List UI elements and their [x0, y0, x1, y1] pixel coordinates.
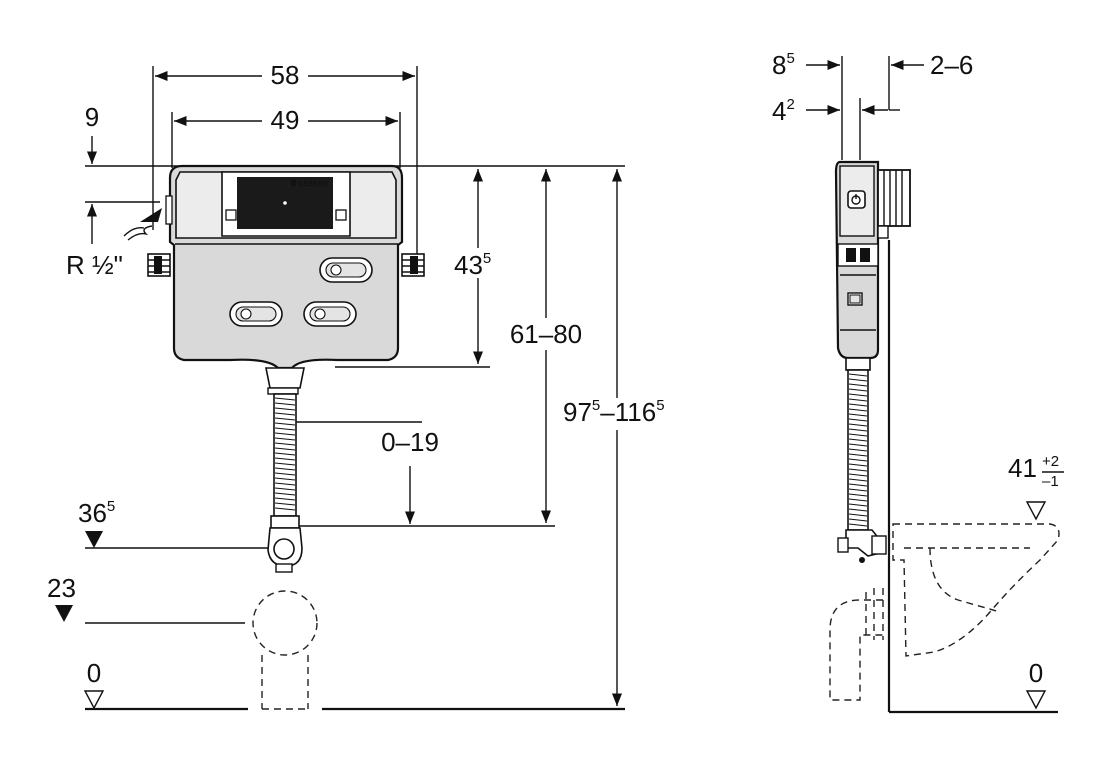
pipe-rib	[848, 493, 868, 497]
pipe-rib	[848, 413, 868, 417]
dim-bowl-tol-plus: +2	[1042, 453, 1059, 470]
side-flush-pipe-ribs	[848, 373, 868, 527]
pipe-rib	[274, 437, 296, 441]
pipe-rib	[274, 442, 296, 446]
pipe-rib	[848, 463, 868, 467]
pipe-rib	[274, 457, 296, 461]
pipe-rib	[848, 488, 868, 492]
pipe-rib	[848, 473, 868, 477]
knockout-hole-center	[303, 301, 357, 327]
pipe-rib	[274, 427, 296, 431]
pipe-rib	[848, 468, 868, 472]
flush-pipe-ribs	[274, 397, 296, 511]
pipe-rib	[274, 467, 296, 471]
pipe-rib	[848, 453, 868, 457]
dim-depth-a: 85	[772, 50, 795, 80]
dim-adjust-range: 0–19	[381, 427, 439, 457]
pipe-rib	[274, 477, 296, 481]
pipe-rib	[274, 462, 296, 466]
dim-top-offset: 9	[85, 102, 99, 132]
pipe-rib	[848, 388, 868, 392]
pipe-rib	[848, 478, 868, 482]
level-marker-floor-side	[1025, 690, 1047, 710]
pipe-rib	[848, 433, 868, 437]
pipe-rib	[848, 393, 868, 397]
dim-bowl-tol-minus: –1	[1042, 473, 1059, 490]
side-drain-pipe	[829, 588, 884, 701]
pipe-rib	[274, 497, 296, 501]
toilet-bowl-outline	[892, 523, 1060, 657]
pipe-rib	[848, 498, 868, 502]
pipe-rib	[274, 397, 296, 401]
level-marker-23	[55, 605, 73, 622]
pipe-rib	[274, 417, 296, 421]
pipe-rib	[848, 423, 868, 427]
dim-floor-level-side: 0	[1029, 658, 1043, 688]
dim-width-outer: 58	[271, 60, 300, 90]
pipe-rib	[274, 492, 296, 496]
pipe-rib	[848, 373, 868, 377]
pipe-rib	[848, 483, 868, 487]
brand-logo: GEBERIT	[298, 181, 330, 188]
dim-depth-b: 2–6	[930, 50, 973, 80]
pipe-rib	[848, 513, 868, 517]
pipe-rib	[274, 407, 296, 411]
pipe-rib	[848, 408, 868, 412]
dim-floor-level-front: 0	[87, 658, 101, 688]
pipe-rib	[848, 448, 868, 452]
front-view: 58 49 9 R ½" 435 61–80 975–1165 0–19	[47, 60, 690, 711]
pipe-rib	[848, 443, 868, 447]
pipe-rib	[274, 432, 296, 436]
dim-flush-range: 61–80	[510, 319, 582, 349]
pipe-rib	[848, 403, 868, 407]
level-marker-floor-front	[83, 690, 105, 710]
pipe-rib	[848, 378, 868, 382]
pipe-rib	[848, 398, 868, 402]
dim-depth-c: 42	[772, 96, 795, 126]
pipe-rib	[848, 508, 868, 512]
pipe-rib	[274, 412, 296, 416]
pipe-rib	[848, 523, 868, 527]
flush-pipe-connector	[265, 367, 305, 389]
pipe-rib	[848, 428, 868, 432]
dim-pipe-height: 23	[47, 573, 76, 603]
knockout-hole-left	[229, 301, 283, 327]
pipe-rib	[274, 472, 296, 476]
dim-total-height: 975–1165	[563, 397, 665, 427]
side-view: 85 2–6 42	[772, 50, 1064, 714]
pipe-rib	[274, 402, 296, 406]
level-marker-36-5	[85, 531, 103, 548]
dim-outlet-height: 365	[78, 498, 115, 528]
water-inlet-left	[147, 253, 171, 277]
pipe-rib	[274, 482, 296, 486]
pipe-rib	[274, 452, 296, 456]
dim-valve-height: 435	[454, 250, 491, 280]
pipe-rib	[848, 383, 868, 387]
wall-connector	[877, 169, 911, 227]
level-marker-bowl	[1025, 501, 1047, 521]
knockout-hole-right	[319, 257, 373, 283]
pipe-rib	[274, 502, 296, 506]
pipe-rib	[274, 507, 296, 511]
dim-bowl-height: 41	[1008, 453, 1037, 483]
inlet-arrow-icon	[140, 208, 162, 222]
pipe-rib	[274, 447, 296, 451]
pipe-rib	[848, 438, 868, 442]
drain-pipe-section	[252, 590, 318, 656]
pipe-rib	[848, 458, 868, 462]
pipe-rib	[848, 503, 868, 507]
pipe-rib	[274, 422, 296, 426]
pipe-rib	[848, 418, 868, 422]
pipe-rib	[848, 518, 868, 522]
dim-width-inner: 49	[271, 105, 300, 135]
pipe-rib	[274, 487, 296, 491]
label-inlet-thread: R ½"	[66, 250, 123, 280]
water-inlet-right	[401, 253, 425, 277]
